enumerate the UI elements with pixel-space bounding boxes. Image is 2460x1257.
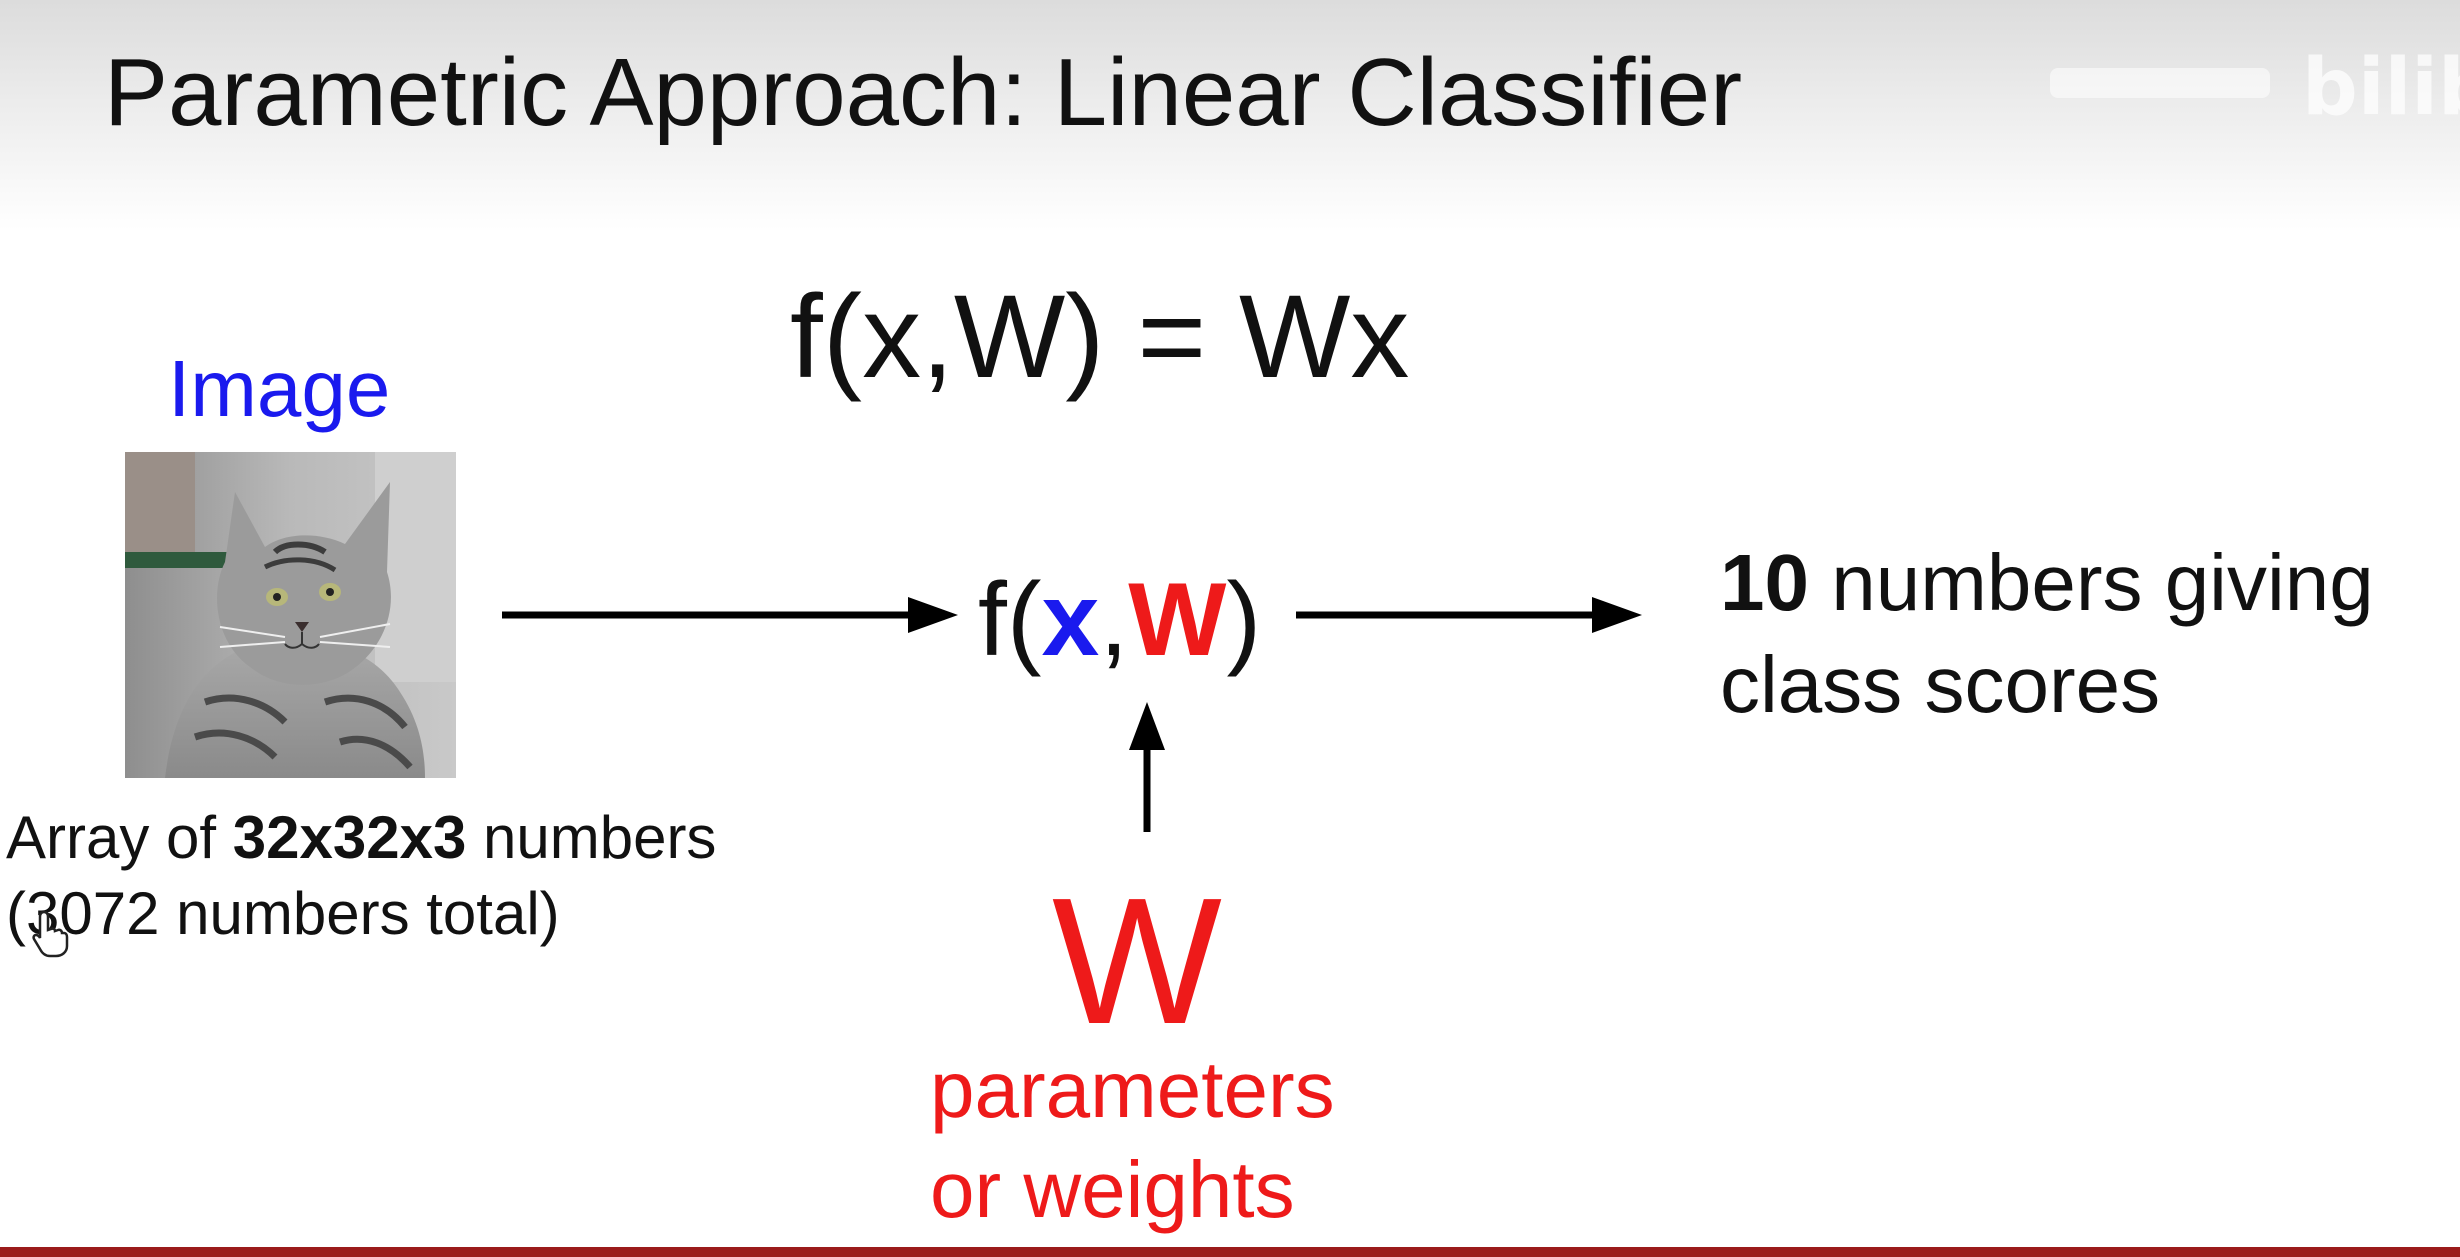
image-label: Image bbox=[168, 344, 391, 433]
weights-description-line2: or weights bbox=[930, 1145, 1295, 1234]
slide-title: Parametric Approach: Linear Classifier bbox=[104, 39, 1743, 146]
output-description: 10 numbers giving class scores bbox=[1720, 532, 2374, 736]
footer-bar bbox=[0, 1247, 2460, 1257]
title-band bbox=[0, 0, 2460, 230]
watermark-text: bilib bbox=[2302, 43, 2460, 133]
array-suffix: numbers bbox=[466, 804, 717, 871]
arrow-image-to-function bbox=[502, 597, 958, 633]
func-prefix: f( bbox=[978, 562, 1042, 678]
array-description: Array of 32x32x3 numbers (3072 numbers t… bbox=[6, 800, 716, 952]
output-count: 10 bbox=[1720, 538, 1809, 627]
arrow-function-to-output bbox=[1296, 597, 1642, 633]
weights-symbol: W bbox=[1052, 861, 1222, 1062]
func-comma: , bbox=[1099, 562, 1129, 678]
weights-description-line1: parameters bbox=[930, 1045, 1335, 1134]
output-description-line2: class scores bbox=[1720, 640, 2161, 729]
watermark-logo: bilib bbox=[2050, 43, 2460, 133]
hand-pointer-icon bbox=[32, 910, 69, 958]
output-description-line1: 10 numbers giving bbox=[1720, 532, 2374, 634]
cat-photo bbox=[125, 452, 456, 778]
array-description-line2: (3072 numbers total) bbox=[6, 880, 560, 947]
equation: f(x,W) = Wx bbox=[790, 271, 1410, 403]
output-suffix: numbers giving bbox=[1808, 538, 2374, 627]
func-suffix: ) bbox=[1226, 562, 1262, 678]
weights-description: parameters or weights bbox=[930, 1040, 1335, 1240]
array-prefix: Array of bbox=[6, 804, 233, 871]
func-x: x bbox=[1041, 562, 1100, 678]
arrow-weights-to-function bbox=[1129, 702, 1165, 832]
array-description-line1: Array of 32x32x3 numbers bbox=[6, 800, 716, 876]
array-dimensions: 32x32x3 bbox=[232, 804, 467, 871]
function-node: f(x,W) bbox=[978, 560, 1261, 680]
func-w: W bbox=[1128, 562, 1227, 678]
